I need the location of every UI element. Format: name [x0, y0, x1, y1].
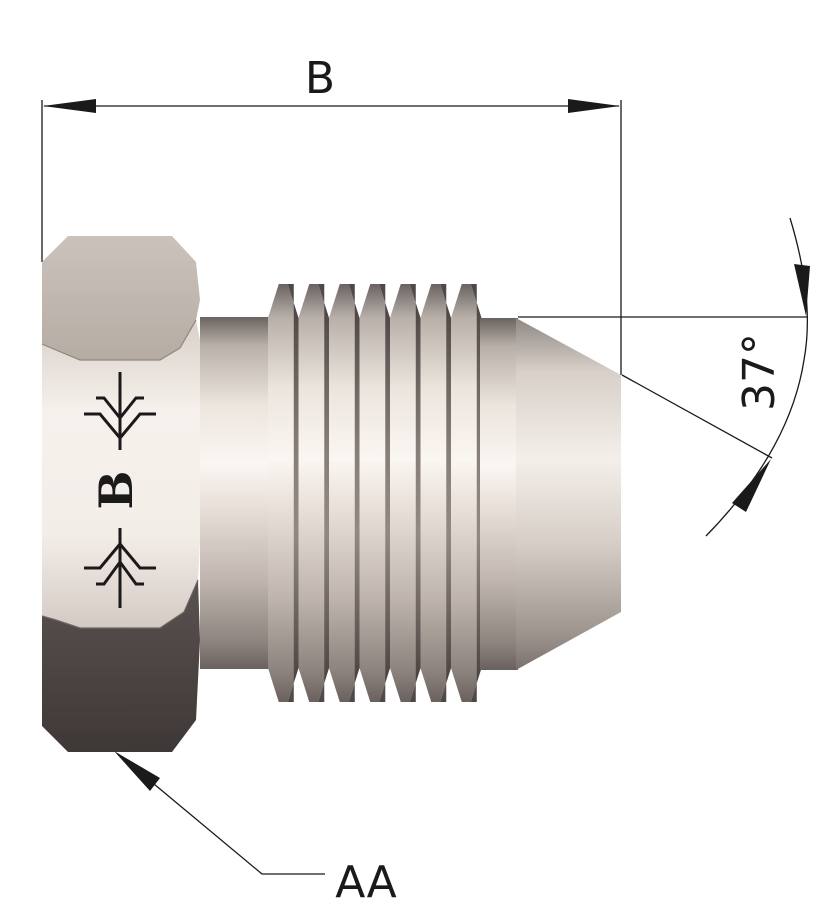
hex-nut: B [41, 236, 202, 752]
dimension-aa: AA [114, 751, 397, 908]
hex-edge-upper [41, 319, 197, 361]
hex-edge-lower [41, 579, 199, 629]
dimension-angle-label: 37° [734, 333, 785, 411]
dimension-b-label: B [305, 53, 335, 104]
arrowhead-angle-bottom [732, 459, 771, 512]
flare-cone [516, 318, 621, 670]
thread-ridge [420, 284, 451, 702]
logo-letter: B [89, 471, 143, 510]
dimension-angle: 37° [518, 217, 810, 537]
hex-face-bottom [42, 580, 200, 752]
dimension-b: B [41, 53, 622, 375]
thread-section [268, 284, 484, 702]
thread-groove [409, 284, 421, 702]
neck-body [200, 317, 270, 669]
thread-ridge [298, 284, 329, 702]
angle-cone-line [621, 374, 773, 459]
brand-logo: B [84, 372, 156, 608]
thread-ridge [329, 284, 360, 702]
arrowhead-aa [114, 751, 160, 791]
thread-ridge [390, 284, 421, 702]
thread-ridge [451, 284, 482, 702]
thread-ridge [359, 284, 390, 702]
collar-body [480, 318, 518, 670]
thread-groove [318, 284, 329, 702]
arrowhead-right [568, 99, 620, 113]
hex-face-top [42, 236, 200, 360]
thread-groove [348, 284, 360, 702]
thread-groove [287, 284, 299, 702]
thread-groove [379, 284, 390, 702]
thread-groove [440, 284, 451, 702]
thread-ridge [268, 284, 299, 702]
leader-line-aa [117, 753, 325, 875]
dimension-aa-label: AA [335, 857, 396, 908]
thread-groove [470, 284, 482, 702]
arrowhead-left [43, 99, 96, 113]
arrowhead-angle-top [794, 264, 810, 316]
hex-face-middle [42, 320, 202, 628]
